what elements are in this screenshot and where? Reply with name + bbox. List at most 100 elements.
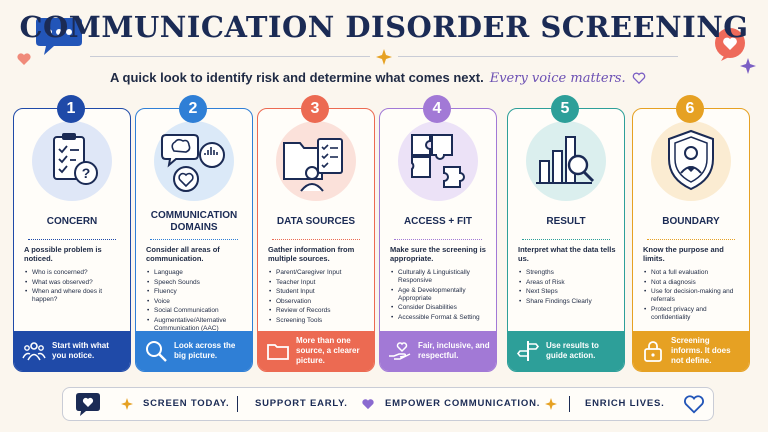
separator <box>237 396 238 412</box>
card-title: ACCESS + FIT <box>403 216 473 227</box>
list-item: Observation <box>268 298 370 306</box>
list-item: Speech Sounds <box>146 279 248 287</box>
card-data-sources: DATA SOURCES Gather information from mult… <box>257 108 375 372</box>
subtitle: A quick look to identify risk and determ… <box>110 70 670 86</box>
list-item: What was observed? <box>24 279 126 287</box>
list-item: Language <box>146 269 248 277</box>
dotted-divider <box>272 239 360 240</box>
tagline: Every voice matters. <box>489 71 626 86</box>
brain-speech-heart-icon <box>154 121 234 201</box>
card-footer: Screening informs. It does not define. <box>633 331 749 371</box>
star-icon <box>376 49 392 65</box>
list-item: Accessible Format & Setting <box>390 314 492 322</box>
step-number-badge: 5 <box>551 95 579 123</box>
list-item: Social Communication <box>146 307 248 315</box>
card-list: Not a full evaluationNot a diagnosisUse … <box>643 269 745 323</box>
sparkle-icon <box>740 58 756 74</box>
banner-item-screen-today: SCREEN TODAY. <box>143 398 230 409</box>
card-footer-text: Screening informs. It does not define. <box>671 336 731 365</box>
list-item: Age & Developmentally Appropriate <box>390 287 492 303</box>
card-footer-text: Use results to guide action. <box>546 341 599 360</box>
people-icon <box>22 339 46 363</box>
card-list: Parent/Caregiver InputTeacher InputStude… <box>268 269 370 326</box>
card-title: RESULT <box>546 216 586 227</box>
list-item: Review of Records <box>268 307 370 315</box>
card-footer-text: Start with what you notice. <box>52 341 109 360</box>
list-item: Culturally & Linguistically Responsive <box>390 269 492 285</box>
card-list: Culturally & Linguistically ResponsiveAg… <box>390 269 492 323</box>
svg-text:?: ? <box>82 165 91 181</box>
card-list: StrengthsAreas of RiskNext StepsShare Fi… <box>518 269 620 307</box>
clipboard-question-icon: ? <box>32 121 112 201</box>
card-footer: Fair, inclusive, and respectful. <box>380 331 496 371</box>
step-number-badge: 4 <box>423 95 451 123</box>
list-item: Next Steps <box>518 288 620 296</box>
divider-left <box>90 56 370 57</box>
folder-icon <box>266 339 290 363</box>
shield-person-icon <box>651 121 731 201</box>
card-title: BOUNDARY <box>662 216 720 227</box>
card-list: LanguageSpeech SoundsFluencyVoiceSocial … <box>146 269 248 334</box>
list-item: Fluency <box>146 288 248 296</box>
card-intro: A possible problem is noticed. <box>24 245 102 263</box>
list-item: Voice <box>146 298 248 306</box>
magnifier-icon <box>144 339 168 363</box>
dotted-divider <box>647 239 735 240</box>
divider-right <box>398 56 678 57</box>
puzzle-icon <box>398 121 478 201</box>
bottom-banner: SCREEN TODAY. SUPPORT EARLY. EMPOWER COM… <box>62 387 714 421</box>
list-item: Areas of Risk <box>518 279 620 287</box>
heart-icon <box>362 399 374 410</box>
sparkle-icon <box>121 398 133 410</box>
list-item: Strengths <box>518 269 620 277</box>
card-footer: Use results to guide action. <box>508 331 624 371</box>
dotted-divider <box>28 239 116 240</box>
step-number-badge: 3 <box>301 95 329 123</box>
card-boundary: BOUNDARY Know the purpose and limits. Not … <box>632 108 750 372</box>
list-item: Screening Tools <box>268 317 370 325</box>
step-number-badge: 1 <box>57 95 85 123</box>
banner-item-empower: EMPOWER COMMUNICATION. <box>385 398 541 409</box>
list-item: Not a full evaluation <box>643 269 745 277</box>
card-result: RESULT Interpret what the data tells us. S… <box>507 108 625 372</box>
card-footer: Start with what you notice. <box>14 331 130 371</box>
card-intro: Gather information from multiple sources… <box>268 245 355 263</box>
dotted-divider <box>150 239 238 240</box>
folder-checklist-icon <box>276 121 356 201</box>
heart-bubble-icon <box>715 28 745 61</box>
card-intro: Know the purpose and limits. <box>643 245 724 263</box>
card-footer-text: Look across the big picture. <box>174 341 236 360</box>
separator <box>569 396 570 412</box>
card-list: Who is concerned?What was observed?When … <box>24 269 126 306</box>
dotted-divider <box>394 239 482 240</box>
list-item: Share Findings Clearly <box>518 298 620 306</box>
list-item: Use for decision-making and referrals <box>643 288 745 304</box>
heart-chat-icon <box>76 393 100 416</box>
card-footer: More than one source, a clearer picture. <box>258 331 374 371</box>
tagline-heart-icon <box>632 72 646 84</box>
list-item: Not a diagnosis <box>643 279 745 287</box>
card-intro: Make sure the screening is appropriate. <box>390 245 486 263</box>
list-item: Augmentative/Alternative Communication (… <box>146 317 248 333</box>
page-title: COMMUNICATION DISORDER SCREENING <box>19 10 749 44</box>
card-intro: Interpret what the data tells us. <box>518 245 616 263</box>
speech-bubble-icon <box>36 18 82 55</box>
step-number-badge: 6 <box>676 95 704 123</box>
list-item: Parent/Caregiver Input <box>268 269 370 277</box>
banner-item-support-early: SUPPORT EARLY. <box>255 398 348 409</box>
dotted-divider <box>522 239 610 240</box>
list-item: When and where does it happen? <box>24 288 126 304</box>
card-footer: Look across the big picture. <box>136 331 252 371</box>
bar-chart-magnifier-icon <box>526 121 606 201</box>
lock-icon <box>641 339 665 363</box>
banner-item-enrich-lives: ENRICH LIVES. <box>585 398 665 409</box>
heart-outline-icon <box>684 395 704 414</box>
list-item: Consider Disabilities <box>390 304 492 312</box>
subtitle-text: A quick look to identify risk and determ… <box>110 70 484 85</box>
card-title: DATA SOURCES <box>276 216 356 227</box>
list-item: Protect privacy and confidentiality <box>643 306 745 322</box>
card-title: COMMUNICATION DOMAINS <box>150 210 238 233</box>
heart-hand-icon <box>388 339 412 363</box>
signpost-icon <box>516 339 540 363</box>
